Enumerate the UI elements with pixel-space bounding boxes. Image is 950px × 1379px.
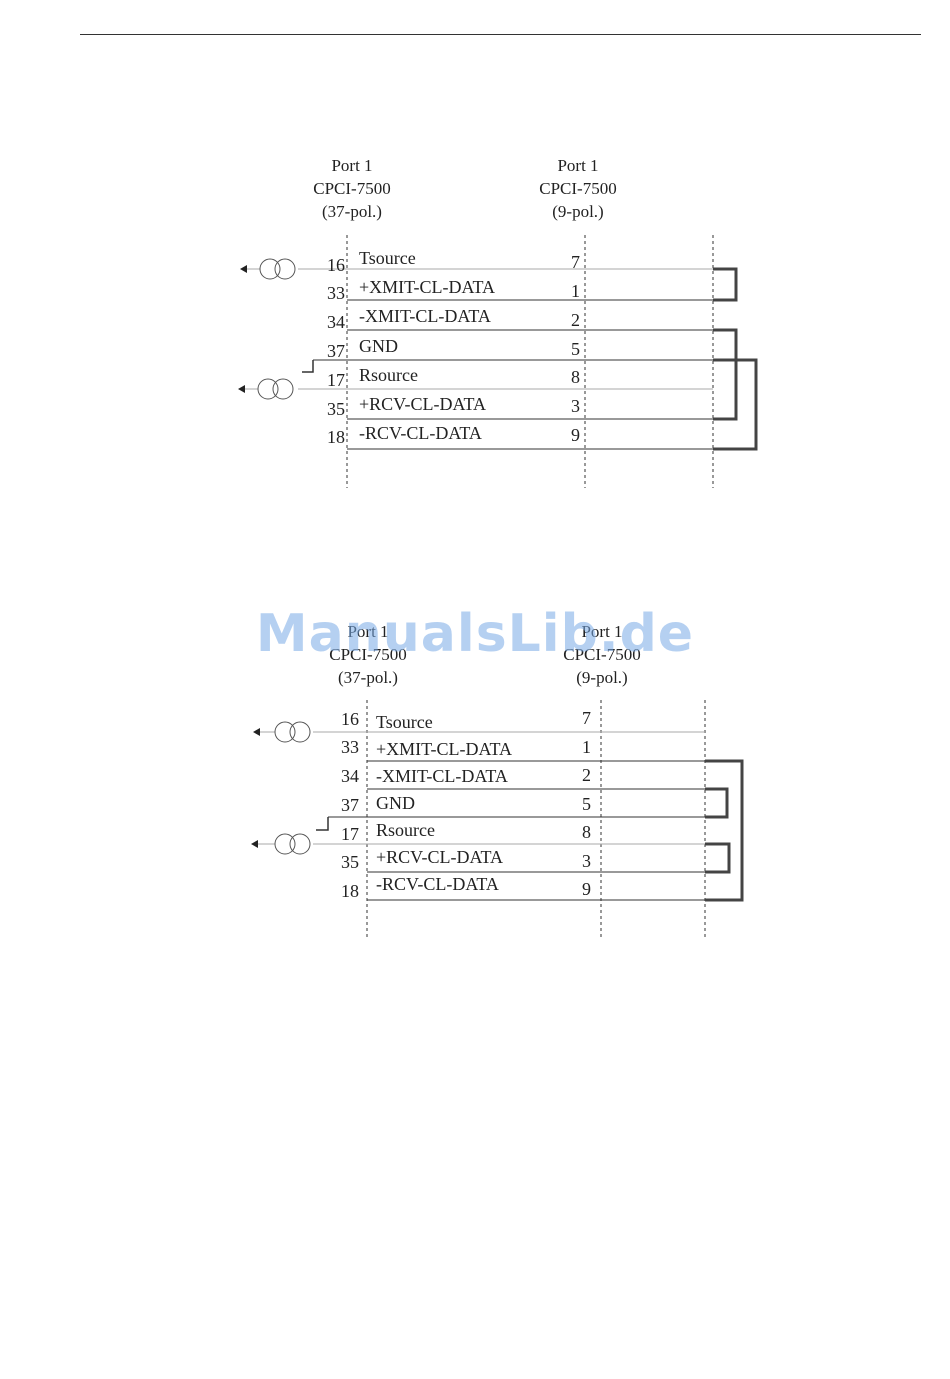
pin-row: 37 GND 5 bbox=[327, 336, 580, 361]
pin-row: 34 -XMIT-CL-DATA 2 bbox=[327, 306, 580, 332]
loopback-bracket bbox=[713, 358, 758, 451]
gnd-tie bbox=[302, 360, 314, 373]
pin-37pol: 16 bbox=[327, 255, 345, 275]
pin-9pol: 1 bbox=[571, 281, 580, 301]
gnd-tie bbox=[316, 817, 329, 831]
left-header-line-3: (37-pol.) bbox=[338, 668, 398, 687]
pin-9pol: 8 bbox=[582, 822, 591, 842]
pin-row: 18 -RCV-CL-DATA 9 bbox=[341, 874, 591, 901]
loopback-bracket bbox=[713, 328, 738, 421]
right-header-line-2: CPCI-7500 bbox=[563, 645, 640, 664]
left-header-line-2: CPCI-7500 bbox=[313, 179, 390, 198]
watermark: ManualsLib.de bbox=[255, 604, 695, 664]
pin-row: 37 GND 5 bbox=[341, 793, 591, 815]
signal-label: +XMIT-CL-DATA bbox=[376, 739, 512, 759]
left-header-line-1: Port 1 bbox=[331, 156, 372, 175]
right-header-line-1: Port 1 bbox=[557, 156, 598, 175]
pin-9pol: 7 bbox=[571, 252, 580, 272]
pin-9pol: 3 bbox=[571, 396, 580, 416]
pin-9pol: 9 bbox=[571, 425, 580, 445]
pin-37pol: 16 bbox=[341, 709, 359, 729]
signal-label: +XMIT-CL-DATA bbox=[359, 277, 495, 297]
pin-37pol: 35 bbox=[341, 852, 359, 872]
pin-37pol: 18 bbox=[327, 427, 345, 447]
right-header-line-2: CPCI-7500 bbox=[539, 179, 616, 198]
left-header-line-1: Port 1 bbox=[347, 622, 388, 641]
current-source-icon bbox=[238, 378, 294, 400]
pin-row: 17 Rsource 8 bbox=[341, 820, 591, 844]
current-source-icon bbox=[253, 721, 311, 743]
pin-37pol: 18 bbox=[341, 881, 359, 901]
pin-37pol: 17 bbox=[341, 824, 359, 844]
signal-label: Tsource bbox=[376, 712, 433, 732]
loopback-bracket bbox=[713, 267, 738, 302]
signal-label: GND bbox=[359, 336, 398, 356]
pin-row: 35 +RCV-CL-DATA 3 bbox=[341, 847, 591, 872]
page-header-rule bbox=[80, 34, 921, 35]
pin-9pol: 1 bbox=[582, 737, 591, 757]
pin-9pol: 8 bbox=[571, 367, 580, 387]
loopback-bracket bbox=[705, 842, 731, 874]
pin-37pol: 33 bbox=[341, 737, 359, 757]
signal-label: +RCV-CL-DATA bbox=[359, 394, 486, 414]
signal-label: GND bbox=[376, 793, 415, 813]
left-header-line-3: (37-pol.) bbox=[322, 202, 382, 221]
right-header-line-1: Port 1 bbox=[581, 622, 622, 641]
pin-9pol: 7 bbox=[582, 708, 591, 728]
pin-9pol: 2 bbox=[582, 765, 591, 785]
pin-row: 33 +XMIT-CL-DATA 1 bbox=[327, 277, 580, 303]
signal-label: Rsource bbox=[359, 365, 418, 385]
pin-row: 35 +RCV-CL-DATA 3 bbox=[327, 394, 580, 419]
loopback-bracket bbox=[705, 759, 744, 902]
right-header-line-3: (9-pol.) bbox=[576, 668, 627, 687]
pin-9pol: 2 bbox=[571, 310, 580, 330]
signal-label: Rsource bbox=[376, 820, 435, 840]
pin-row: 34 -XMIT-CL-DATA 2 bbox=[341, 765, 591, 786]
pin-37pol: 37 bbox=[341, 795, 359, 815]
pin-37pol: 34 bbox=[341, 766, 359, 786]
pin-row: 16 Tsource 7 bbox=[341, 708, 591, 732]
pin-9pol: 9 bbox=[582, 879, 591, 899]
pin-row: 16 Tsource 7 bbox=[327, 248, 580, 275]
right-header-line-3: (9-pol.) bbox=[552, 202, 603, 221]
signal-label: -RCV-CL-DATA bbox=[376, 874, 499, 894]
pin-37pol: 34 bbox=[327, 312, 345, 332]
pin-row: 17 Rsource 8 bbox=[327, 365, 580, 390]
wiring-diagram-1: Port 1 CPCI-7500 (37-pol.) Port 1 CPCI-7… bbox=[238, 156, 758, 488]
signal-label: -XMIT-CL-DATA bbox=[359, 306, 491, 326]
signal-label: -RCV-CL-DATA bbox=[359, 423, 482, 443]
current-source-icon bbox=[251, 833, 311, 855]
wiring-diagram-2: Port 1 CPCI-7500 (37-pol.) Port 1 CPCI-7… bbox=[251, 622, 744, 938]
pin-9pol: 3 bbox=[582, 851, 591, 871]
pin-37pol: 35 bbox=[327, 399, 345, 419]
pin-37pol: 37 bbox=[327, 341, 345, 361]
pin-9pol: 5 bbox=[582, 794, 591, 814]
pin-37pol: 33 bbox=[327, 283, 345, 303]
signal-label: -XMIT-CL-DATA bbox=[376, 766, 508, 786]
loopback-bracket bbox=[705, 787, 729, 819]
left-header-line-2: CPCI-7500 bbox=[329, 645, 406, 664]
signal-label: Tsource bbox=[359, 248, 416, 268]
signal-label: +RCV-CL-DATA bbox=[376, 847, 503, 867]
pin-37pol: 17 bbox=[327, 370, 345, 390]
pin-row: 33 +XMIT-CL-DATA 1 bbox=[341, 737, 591, 759]
current-source-icon bbox=[240, 258, 296, 280]
pin-row: 18 -RCV-CL-DATA 9 bbox=[327, 423, 580, 447]
pin-9pol: 5 bbox=[571, 339, 580, 359]
